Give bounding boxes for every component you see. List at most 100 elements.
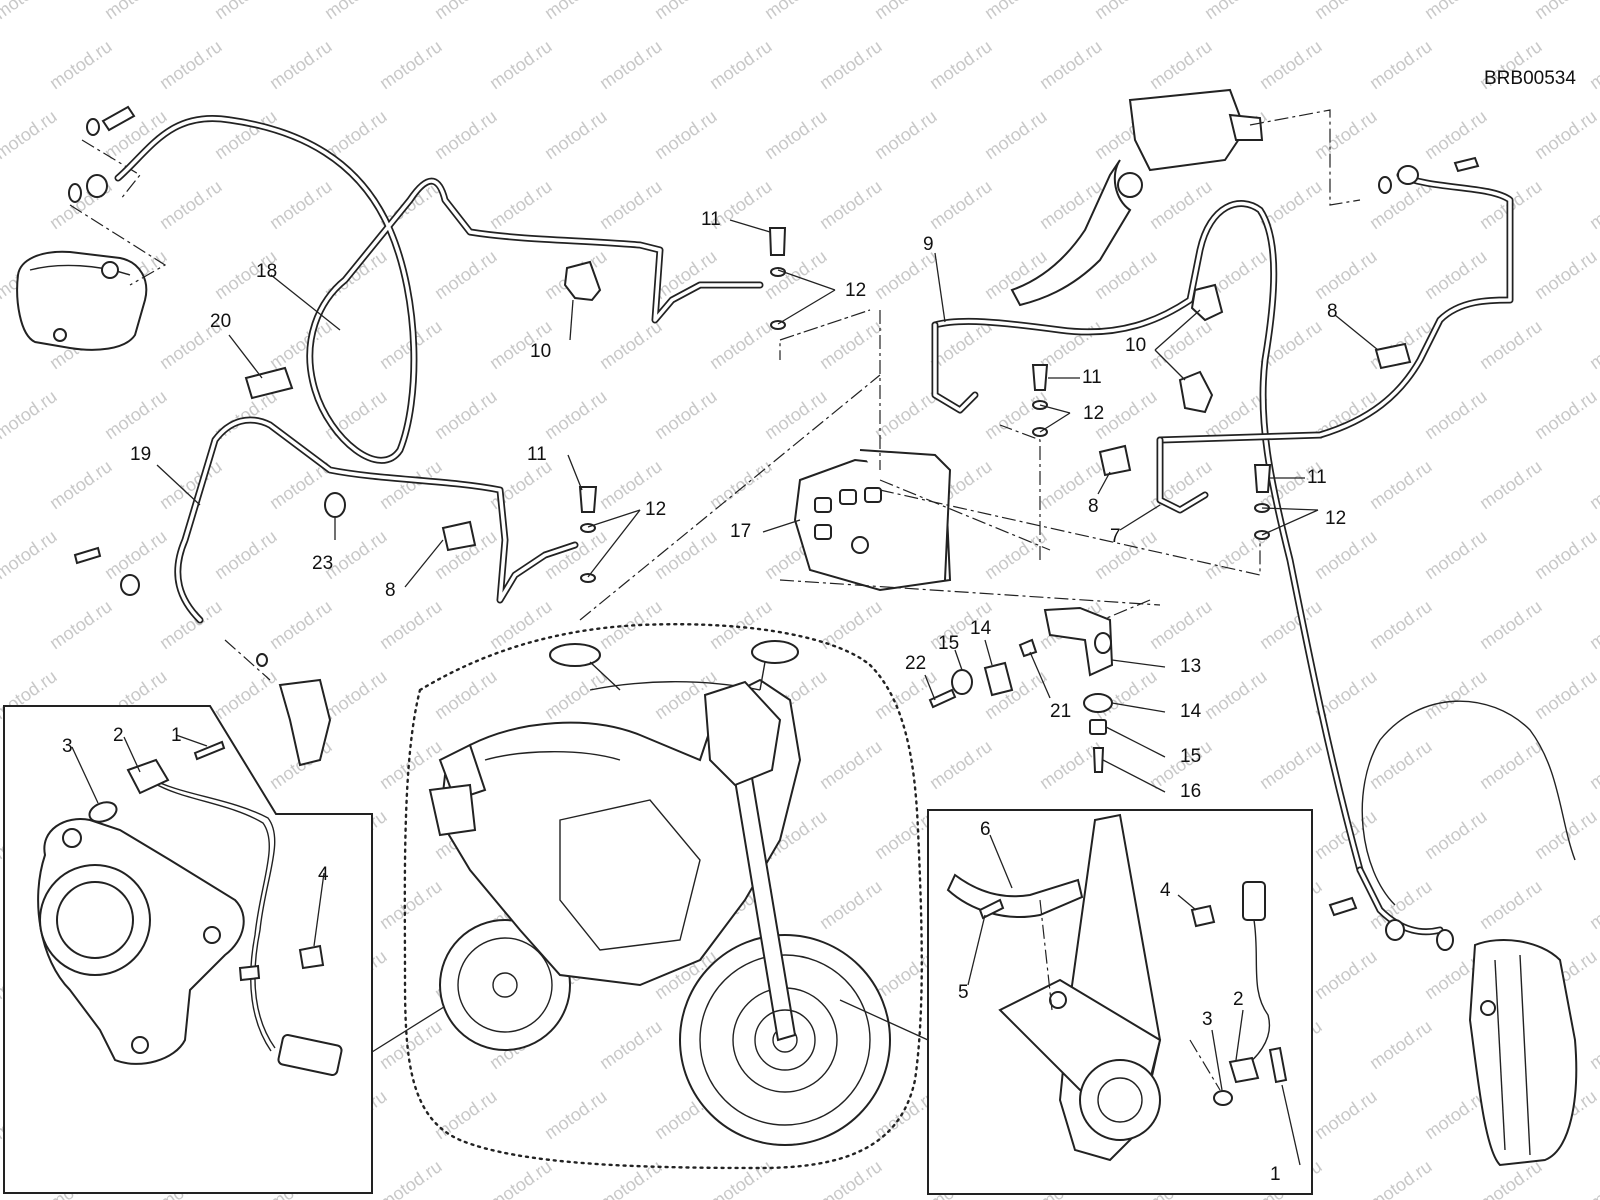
callout-leaders — [156, 219, 1379, 793]
watermark-text: motod.ru — [871, 0, 941, 23]
watermark-text: motod.ru — [0, 0, 60, 23]
watermark-text: motod.ru — [321, 386, 391, 443]
watermark-text: motod.ru — [101, 386, 171, 443]
watermark-text: motod.ru — [0, 526, 60, 583]
callout-8-centre: 8 — [1088, 496, 1099, 517]
watermark-text: motod.ru — [321, 0, 391, 23]
callout-12-d: 12 — [1325, 508, 1346, 529]
watermark-text: motod.ru — [926, 736, 996, 793]
watermark-text: motod.ru — [1476, 876, 1546, 933]
watermark-text: motod.ru — [156, 456, 226, 513]
watermark-text: motod.ru — [266, 596, 336, 653]
watermark-text: motod.ru — [1531, 246, 1600, 303]
hose-clip-10-right-b — [1178, 370, 1214, 414]
watermark-text: motod.ru — [46, 456, 116, 513]
watermark-text: motod.ru — [1366, 36, 1436, 93]
watermark-text: motod.ru — [1366, 1156, 1436, 1200]
rear-speed-sensor-inset — [3, 705, 496, 1194]
callout-21: 21 — [1050, 701, 1071, 722]
watermark-text: motod.ru — [1586, 36, 1600, 93]
watermark-text: motod.ru — [0, 106, 60, 163]
watermark-text: motod.ru — [1146, 456, 1216, 513]
watermark-text: motod.ru — [486, 36, 556, 93]
watermark-text: motod.ru — [816, 36, 886, 93]
grommet-23 — [324, 492, 346, 518]
callout-5: 5 — [958, 982, 969, 1003]
watermark-text: motod.ru — [431, 246, 501, 303]
watermark-text: motod.ru — [651, 526, 721, 583]
callout-15-a: 15 — [938, 633, 959, 654]
watermark-text: motod.ru — [926, 36, 996, 93]
watermark-text: motod.ru — [1421, 526, 1491, 583]
watermark-text: motod.ru — [706, 1156, 776, 1200]
watermark-text: motod.ru — [1476, 736, 1546, 793]
callout-10-right: 10 — [1125, 335, 1146, 356]
watermark-text: motod.ru — [1531, 0, 1600, 23]
watermark-text: motod.ru — [761, 106, 831, 163]
callout-20: 20 — [210, 311, 231, 332]
watermark-text: motod.ru — [1531, 806, 1600, 863]
hose-clip-8-right — [1374, 342, 1412, 370]
watermark-text: motod.ru — [651, 106, 721, 163]
callout-8-left: 8 — [385, 580, 396, 601]
hose-clip-8-left — [441, 520, 477, 552]
watermark-text: motod.ru — [1256, 596, 1326, 653]
watermark-text: motod.ru — [816, 316, 886, 373]
callout-3-left: 3 — [62, 736, 73, 757]
callout-11-a: 11 — [701, 209, 721, 230]
watermark-text: motod.ru — [1146, 36, 1216, 93]
callout-8-right: 8 — [1327, 301, 1338, 322]
callout-12-a: 12 — [845, 280, 866, 301]
watermark-text: motod.ru — [1421, 386, 1491, 443]
motorcycle-overview — [403, 623, 929, 1170]
watermark-text: motod.ru — [376, 876, 446, 933]
callout-labels: 1 2 3 4 1 2 3 4 5 6 7 8 8 8 9 10 10 11 1… — [62, 209, 1346, 1185]
watermark-text: motod.ru — [376, 1156, 446, 1200]
watermark-text: motod.ru — [1531, 386, 1600, 443]
watermark-text: motod.ru — [596, 316, 666, 373]
front-caliper — [1328, 896, 1578, 1167]
watermark-text: motod.ru — [1421, 806, 1491, 863]
watermark-text: motod.ru — [1091, 526, 1161, 583]
watermark-text: motod.ru — [871, 386, 941, 443]
callout-18: 18 — [256, 261, 277, 282]
watermark-text: motod.ru — [981, 0, 1051, 23]
callout-22: 22 — [905, 653, 926, 674]
watermark-text: motod.ru — [1586, 736, 1600, 793]
watermark-text: motod.ru — [1366, 1016, 1436, 1073]
watermark-text: motod.ru — [1586, 876, 1600, 933]
watermark-text: motod.ru — [376, 596, 446, 653]
callout-11-d: 11 — [1307, 467, 1327, 488]
watermark-text: motod.ru — [926, 176, 996, 233]
watermark-text: motod.ru — [431, 1086, 501, 1143]
hose-clip-8-centre — [1098, 444, 1132, 477]
watermark-text: motod.ru — [211, 0, 281, 23]
watermark-text: motod.ru — [1366, 456, 1436, 513]
watermark-text: motod.ru — [541, 1086, 611, 1143]
watermark-text: motod.ru — [1311, 246, 1381, 303]
watermark-text: motod.ru — [1531, 666, 1600, 723]
watermark-text: motod.ru — [541, 386, 611, 443]
watermark-text: motod.ru — [1586, 1156, 1600, 1200]
callout-12-c: 12 — [1083, 403, 1104, 424]
watermark-text: motod.ru — [541, 106, 611, 163]
watermark-text: motod.ru — [816, 176, 886, 233]
watermark-text: motod.ru — [376, 1016, 446, 1073]
watermark-text: motod.ru — [0, 386, 60, 443]
watermark-text: motod.ru — [596, 36, 666, 93]
callout-19: 19 — [130, 444, 151, 465]
callout-4-right: 4 — [1160, 880, 1171, 901]
watermark-text: motod.ru — [596, 1156, 666, 1200]
callout-11-b: 11 — [527, 444, 547, 465]
watermark-text: motod.ru — [761, 386, 831, 443]
watermark-text: motod.ru — [596, 176, 666, 233]
callout-16: 16 — [1180, 781, 1201, 802]
callout-3-right: 3 — [1202, 1009, 1213, 1030]
callout-15-b: 15 — [1180, 746, 1201, 767]
watermark-text: motod.ru — [651, 0, 721, 23]
watermark-text: motod.ru — [816, 596, 886, 653]
watermark-text: motod.ru — [761, 0, 831, 23]
watermark-text: motod.ru — [321, 666, 391, 723]
watermark-text: motod.ru — [1366, 736, 1436, 793]
